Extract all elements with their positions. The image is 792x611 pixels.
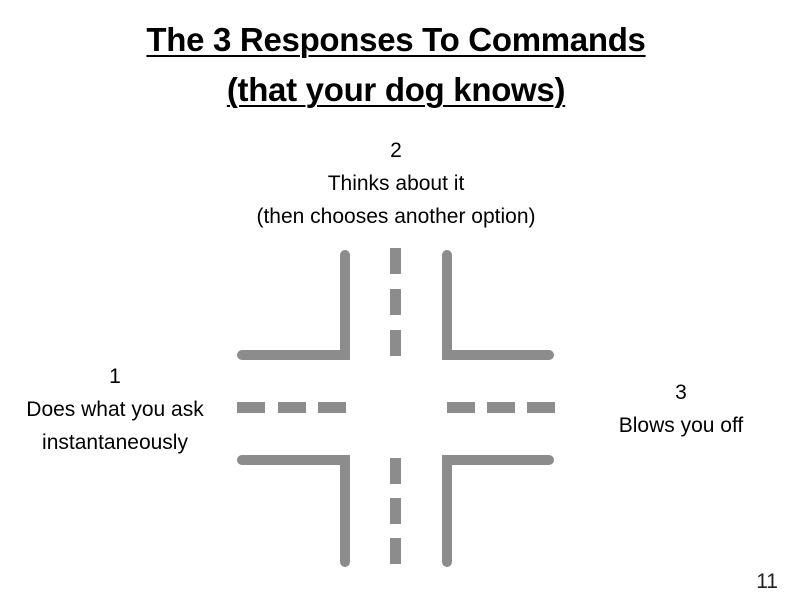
lane-dash xyxy=(390,289,401,315)
option-1-number: 1 xyxy=(109,365,121,388)
lane-dash xyxy=(390,498,401,524)
option-3-line-1: Blows you off xyxy=(618,414,744,437)
option-2-label: 2 Thinks about it (then chooses another … xyxy=(196,134,596,233)
lane-dash xyxy=(390,538,401,564)
page-number: 11 xyxy=(756,570,778,593)
option-1-line-2: instantaneously xyxy=(42,431,188,454)
option-1-line-1: Does what you ask xyxy=(26,398,204,421)
lane-dash xyxy=(527,402,555,413)
option-1-label: 1 Does what you ask instantaneously xyxy=(0,360,230,459)
lane-dash xyxy=(390,330,401,356)
road-edge-top-left xyxy=(237,250,350,360)
option-2-line-2: (then chooses another option) xyxy=(256,205,536,228)
title-line-1: The 3 Responses To Commands xyxy=(146,21,646,58)
lane-dash xyxy=(390,248,401,274)
option-3-number: 3 xyxy=(675,381,687,404)
road-edge-top-right xyxy=(442,250,554,360)
lane-dash xyxy=(390,458,401,484)
road-edge-bottom-right xyxy=(442,455,554,567)
option-2-number: 2 xyxy=(390,139,402,162)
option-2-line-1: Thinks about it xyxy=(327,172,465,195)
lane-dash xyxy=(318,402,346,413)
lane-dash xyxy=(447,402,475,413)
title-line-2: (that your dog knows) xyxy=(226,71,566,108)
lane-dash xyxy=(278,402,306,413)
option-3-label: 3 Blows you off xyxy=(590,376,772,442)
lane-dash xyxy=(237,402,265,413)
lane-dash xyxy=(487,402,515,413)
road-edge-bottom-left xyxy=(237,455,350,567)
